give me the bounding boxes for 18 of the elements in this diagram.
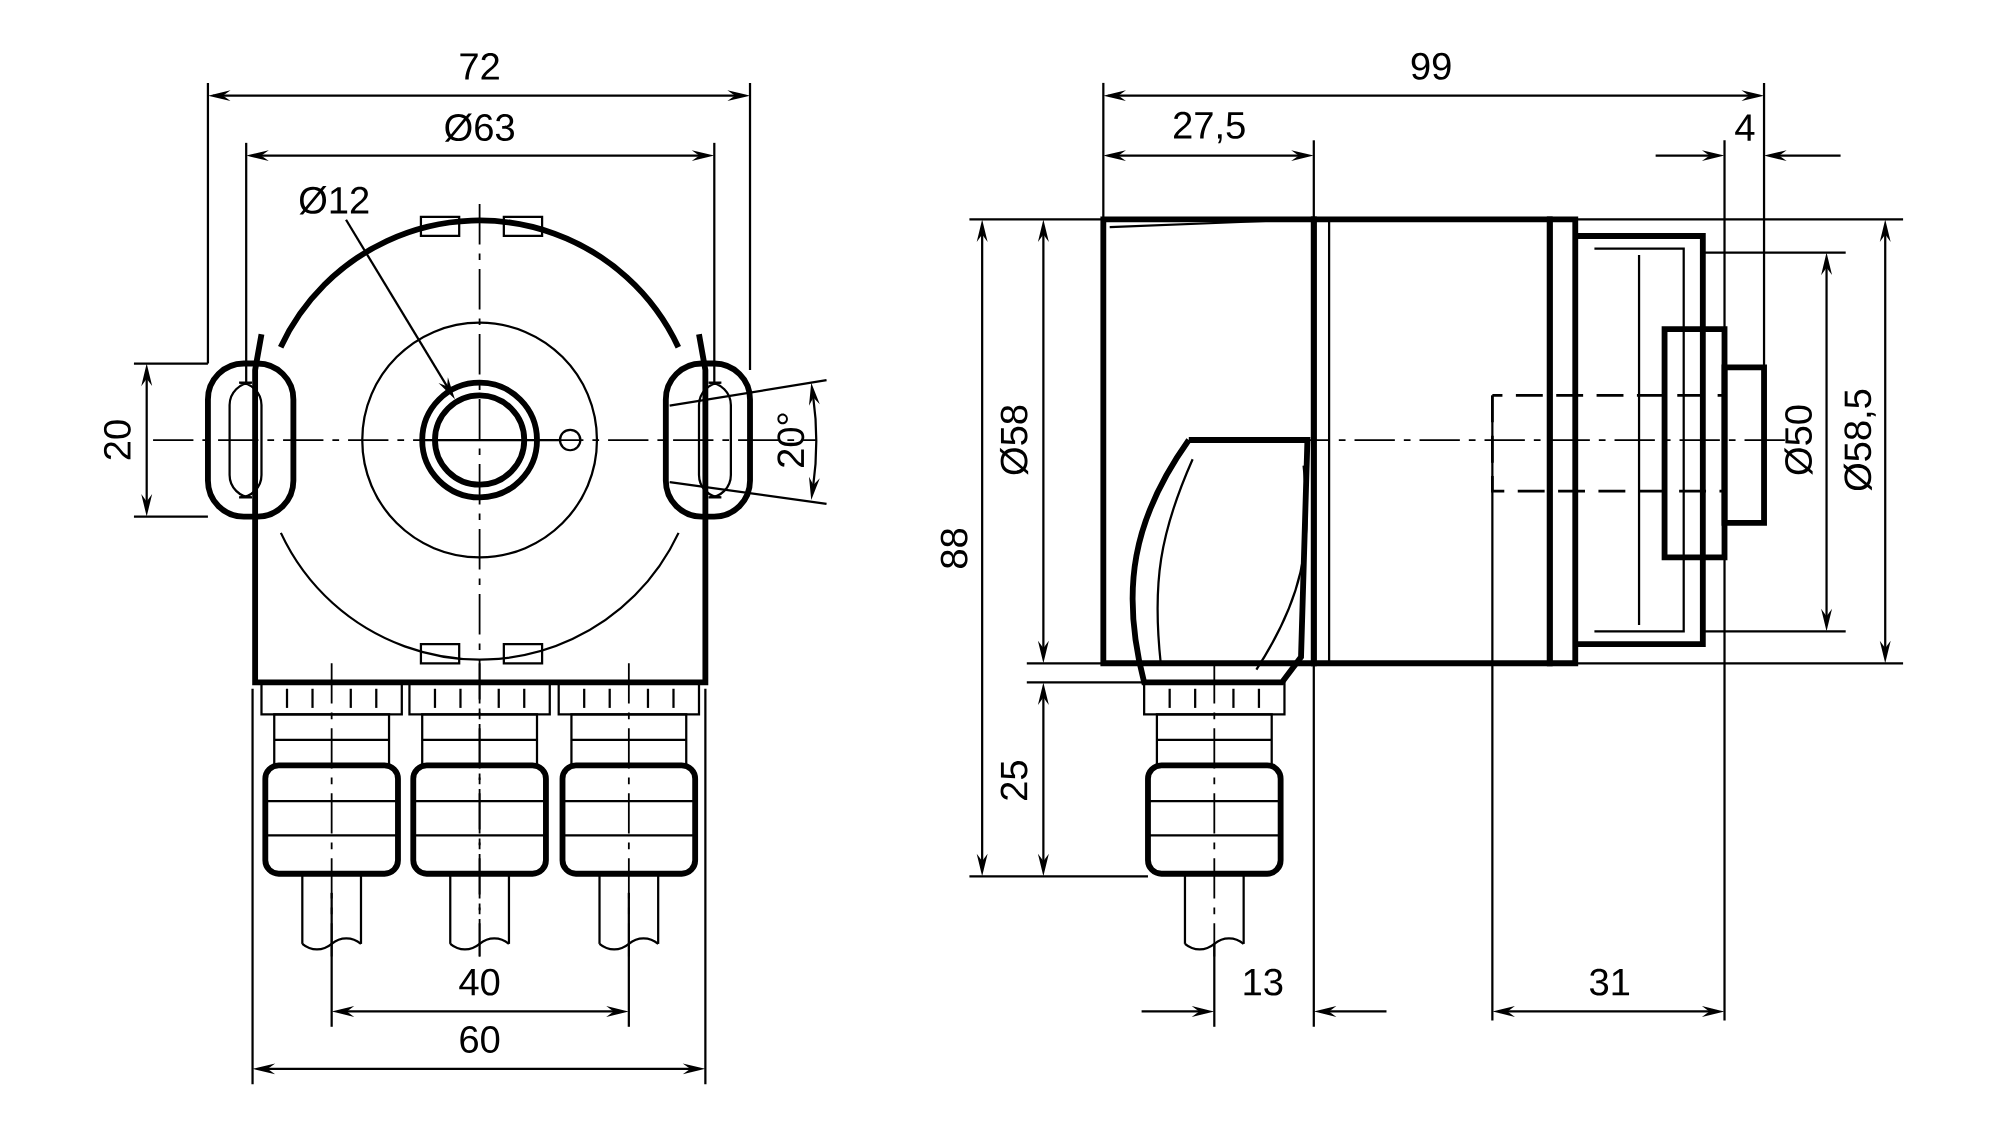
dimension-label: Ø58,5 (1843, 389, 1876, 491)
dimension-label: Ø58 (999, 405, 1029, 475)
dimension-label: Ø63 (444, 113, 514, 142)
shaft-bore (432, 392, 528, 488)
dimension-label: 31 (1590, 968, 1630, 996)
dimension-label: 20° (777, 413, 805, 468)
dimension-label: 4 (1735, 114, 1755, 141)
dimension-label: 13 (1244, 968, 1283, 996)
dimension-label: 60 (460, 1026, 500, 1054)
dimension-label: 25 (1000, 761, 1028, 801)
dimension-label: 99 (1411, 53, 1451, 80)
dimension-label: 40 (459, 968, 500, 996)
dimension-label: 20 (103, 420, 131, 460)
dimension-label: Ø50 (1784, 405, 1813, 475)
dimension-label: 27,5 (1174, 112, 1245, 144)
dimension-label: Ø12 (299, 186, 369, 215)
dimension-label: 88 (940, 529, 968, 569)
dimension-label: 72 (460, 53, 499, 80)
